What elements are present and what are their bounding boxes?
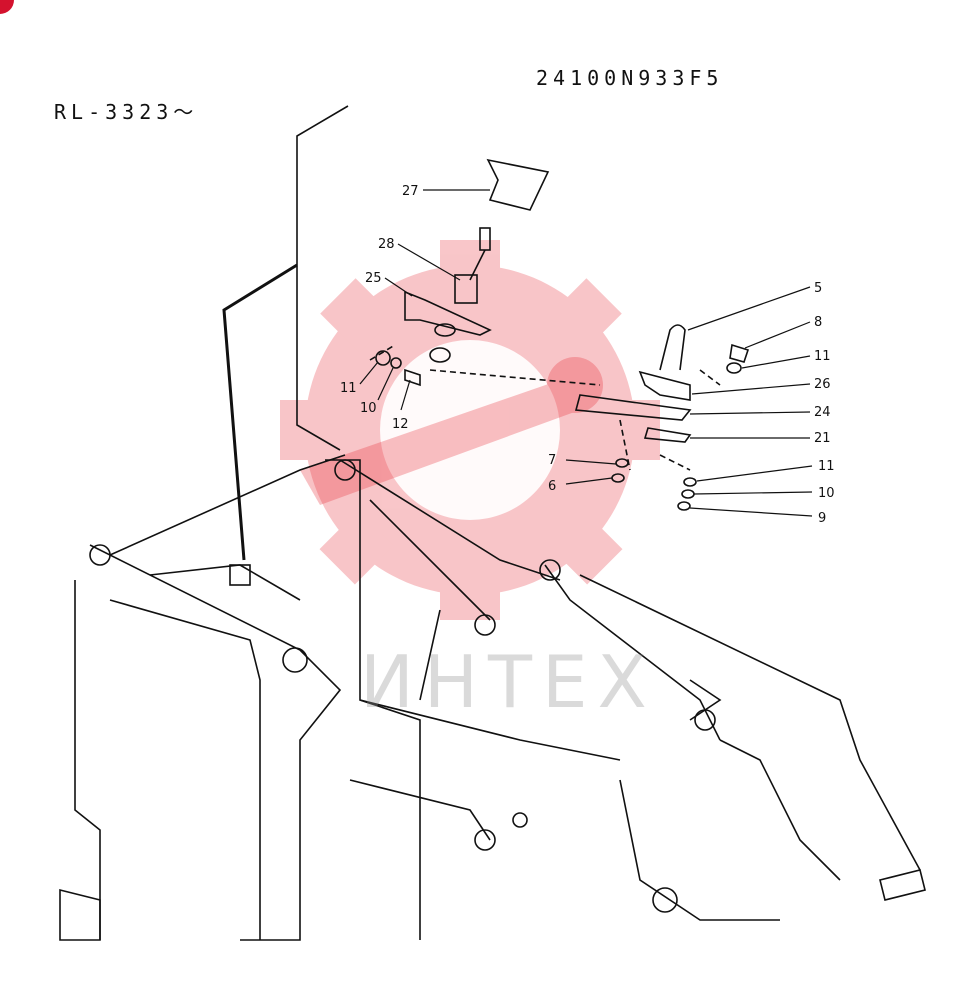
part-26-clamp xyxy=(638,370,691,401)
leader-lines xyxy=(359,189,813,517)
part-11-right-nut xyxy=(683,477,697,487)
center-lower-pivot xyxy=(474,614,496,636)
callout-24: 24 xyxy=(814,405,831,420)
center-diagonal xyxy=(369,499,491,621)
loader-frame-drawing xyxy=(59,105,926,941)
left-pivot-top xyxy=(89,544,111,566)
part-5-u-bolt xyxy=(659,324,686,371)
part-10-left-washer xyxy=(390,357,402,369)
part-11-right-top-nut xyxy=(726,362,742,374)
part-8-bolt xyxy=(729,343,750,363)
part-21-gasket xyxy=(643,427,692,443)
left-inner-plate xyxy=(109,599,261,940)
part-9-washer xyxy=(677,501,691,511)
callout-11-bottom: 11 xyxy=(818,459,835,474)
callout-10-left: 10 xyxy=(360,401,377,416)
center-crossbeam xyxy=(359,699,621,761)
watermark-text: ИНТЕХ xyxy=(360,640,657,724)
part-25-nut xyxy=(429,347,451,363)
right-foot xyxy=(879,869,926,901)
left-pivot-mid xyxy=(282,647,308,673)
centerline-5 xyxy=(699,369,721,386)
callout-28: 28 xyxy=(378,237,395,252)
watermark-wrench xyxy=(300,357,603,505)
watermark-gear-inner xyxy=(380,340,560,520)
center-pivot xyxy=(334,459,356,481)
drawing-code: 24100N933F5 xyxy=(536,66,724,90)
lower-cylinder-pin xyxy=(512,812,528,828)
part-10-right-washer xyxy=(681,489,695,499)
part-11-left-washer xyxy=(375,350,391,366)
callout-9: 9 xyxy=(818,511,826,526)
callout-11-top: 11 xyxy=(814,349,831,364)
right-inner-plate xyxy=(719,739,841,881)
right-pivot-top xyxy=(539,559,561,581)
callout-21: 21 xyxy=(814,431,831,446)
callout-26: 26 xyxy=(814,377,831,392)
centerline-4 xyxy=(369,344,396,361)
centerline-3 xyxy=(659,454,691,471)
callout-25: 25 xyxy=(365,271,382,286)
lower-cylinder-pivot xyxy=(474,829,496,851)
callout-27: 27 xyxy=(402,184,419,199)
serial-range: RL-3323〜 xyxy=(54,100,199,124)
left-cylinder-rod xyxy=(149,564,301,601)
part-28-switch-body xyxy=(454,274,478,304)
callout-11-left: 11 xyxy=(340,381,357,396)
part-27-cover xyxy=(486,158,550,211)
callout-labels: 27 28 25 5 8 11 26 24 21 11 10 12 7 6 11… xyxy=(340,184,835,526)
part-7-washer xyxy=(615,458,629,468)
left-cylinder-clamp xyxy=(229,564,251,586)
callout-5: 5 xyxy=(814,281,822,296)
right-lower-pivot xyxy=(652,887,678,913)
left-foot xyxy=(59,888,101,941)
callout-12: 12 xyxy=(392,417,409,432)
right-pivot-mid xyxy=(694,709,716,731)
center-strut xyxy=(419,609,441,701)
part-24-plate xyxy=(574,394,692,421)
part-25-washer xyxy=(434,323,456,337)
part-25-bracket xyxy=(404,290,492,336)
right-bracket xyxy=(689,679,722,721)
callout-7: 7 xyxy=(548,453,556,468)
callout-6: 6 xyxy=(548,479,556,494)
exploded-parts xyxy=(375,158,750,511)
part-12-bolt xyxy=(404,368,421,387)
callout-8: 8 xyxy=(814,315,822,330)
left-frame-side xyxy=(74,580,101,940)
right-lower-frame xyxy=(619,779,780,921)
control-cable xyxy=(222,263,298,561)
right-boom-arm xyxy=(544,564,721,741)
centerline-1 xyxy=(429,369,601,386)
left-boom xyxy=(89,544,342,941)
inset-panel-outline xyxy=(296,105,349,451)
right-frame-top xyxy=(579,574,921,871)
callout-10-bottom: 10 xyxy=(818,486,835,501)
